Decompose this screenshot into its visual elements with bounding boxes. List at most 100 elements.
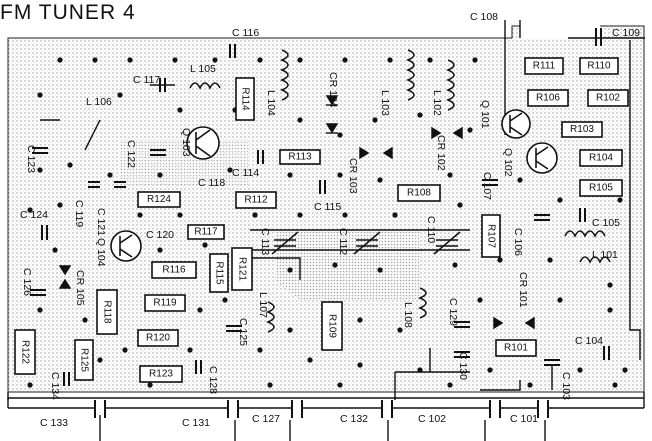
trimmer-c113-icon [271,231,299,255]
coil-l107 [266,301,275,333]
transistors [110,109,558,262]
component-label: Q 101 [479,100,491,129]
solder-pad [52,247,58,253]
solder-pad [147,382,153,388]
solder-pad [447,172,453,178]
solder-pad [307,357,313,363]
component-label: C 107 [481,172,493,200]
component-label: C 103 [560,372,572,400]
solder-pad [577,367,583,373]
resistor-r111: R111 [524,57,564,75]
solder-pads [27,57,628,388]
component-label: C 109 [612,27,640,39]
component-label: C 126 [21,268,33,296]
solder-pad [372,117,378,123]
solder-pad [177,107,183,113]
solder-pad [297,212,303,218]
solder-pad [97,357,103,363]
component-label: C 118 [198,177,225,189]
component-label: Q 102 [502,148,514,177]
trimmer-c112-icon [353,231,381,255]
component-label: C 115 [314,201,341,213]
transistor-q101-icon [501,109,531,139]
solder-pad [487,367,493,373]
resistor-label: R112 [244,195,268,206]
component-label: C 124 [20,209,48,221]
solder-pad [122,347,128,353]
solder-pad [427,57,433,63]
resistor-label: R103 [570,124,594,135]
resistor-label: R121 [237,257,248,281]
resistor-label: R118 [102,300,113,324]
bottom-capacitor-rail [7,392,645,418]
resistor-label: R108 [407,188,431,199]
solder-pad [557,197,563,203]
resistor-label: R106 [536,93,560,104]
resistor-r119: R119 [144,294,186,312]
resistor-label: R124 [147,194,171,205]
coil-l101b [579,256,611,264]
component-label: C 110 [425,216,437,243]
solder-pad [387,57,393,63]
solder-pad [37,307,43,313]
solder-pad [612,382,618,388]
component-label: C 120 [146,229,174,241]
component-label: CR 104 [327,72,339,108]
coil-l101 [564,230,606,238]
resistor-label: R101 [504,343,528,354]
diodes [58,95,535,330]
component-label: CR 101 [517,272,529,308]
diode-cr105-icon [58,265,72,289]
solder-pad [222,297,228,303]
resistor-label: R114 [240,87,251,111]
resistor-r106: R106 [527,89,569,107]
solder-pad [107,172,113,178]
solder-pad [287,267,293,273]
component-label: C 116 [232,27,259,39]
resistor-label: R115 [214,261,225,285]
solder-pad [287,327,293,333]
resistor-r117: R117 [187,224,225,240]
resistor-r110: R110 [579,57,619,75]
coil-l102 [446,59,455,111]
resistor-r107: R107 [481,214,501,258]
component-label: CR 102 [435,135,447,171]
transistor-q104-icon [110,230,142,262]
solder-pad [212,57,218,63]
inductor-coils [189,49,611,333]
component-label: L 106 [86,96,112,108]
coil-l105 [189,82,221,90]
resistor-label: R110 [587,61,611,72]
resistor-r124: R124 [137,191,181,208]
resistor-r109: R109 [321,301,343,351]
component-label: Q 103 [180,128,192,157]
solder-pad [547,257,553,263]
component-label: CR 105 [74,270,86,306]
resistor-r121: R121 [231,247,253,291]
solder-pad [257,57,263,63]
solder-pad [257,347,263,353]
diode-cr104-icon [325,95,339,134]
component-label: C 127 [252,413,280,425]
diode-cr101-icon [493,316,535,330]
component-label: CR 103 [347,158,359,194]
solder-pad [297,57,303,63]
transistor-q103-icon [186,126,220,160]
component-label: C 132 [340,413,368,425]
component-label: L 101 [592,249,618,261]
component-label: C 114 [232,167,259,179]
solder-pad [92,57,98,63]
resistor-r102: R102 [587,89,629,107]
solder-pad [37,92,43,98]
resistor-label: R111 [533,61,556,72]
resistor-r103: R103 [561,121,603,138]
solder-pad [197,307,203,313]
solder-pad [457,202,463,208]
resistor-r120: R120 [137,329,179,347]
solder-pad [607,307,613,313]
resistor-r105: R105 [579,179,623,197]
